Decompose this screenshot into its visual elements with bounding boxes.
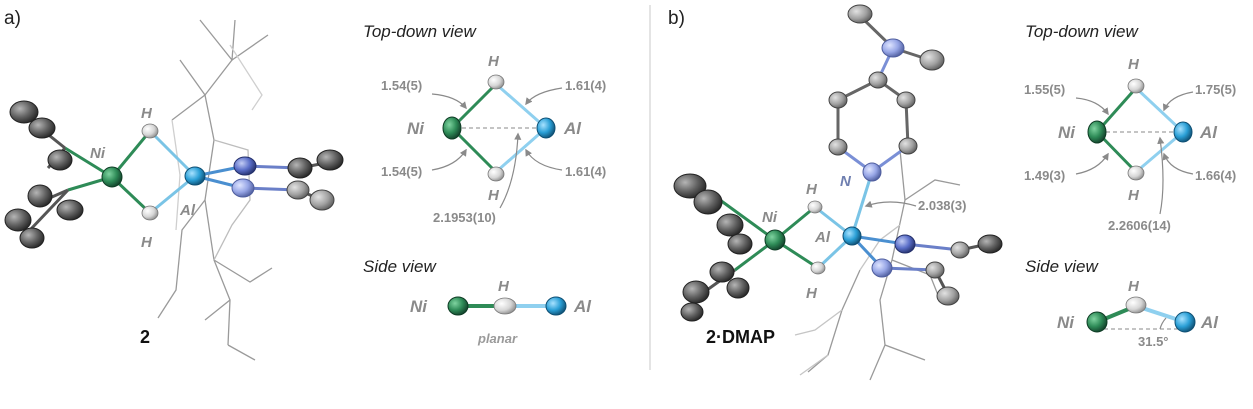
panel-a-label: a) [4,8,21,29]
panel-a-ni-atom [101,166,123,188]
panel-a-h-top-atom [141,123,159,139]
panel-b-td-h-top: H [1128,56,1140,73]
panel-a: a) [4,8,606,361]
panel-a-td-h-top: H [488,53,500,70]
panel-b-label: b) [668,8,685,29]
panel-b-top-down-view: Top-down view Ni Al H H 1.55(5) 1.75(5) … [1024,22,1236,233]
panel-a-side-view: Side view Ni H Al planar [363,257,592,346]
panel-b-al-label: Al [814,229,831,246]
panel-b-side-heading: Side view [1025,257,1099,276]
panel-b-core [673,173,1003,322]
panel-a-td-ni: Ni [407,119,425,138]
panel-b-d-ni-al: 2.2606(14) [1108,218,1171,233]
panel-b-side-angle: 31.5° [1138,334,1169,349]
panel-b-top-down-heading: Top-down view [1025,22,1139,41]
panel-b-side-view: Side view Ni H Al 31.5° [1025,257,1219,349]
panel-b-n-atom [862,162,882,182]
panel-b-td-h-bottom: H [1128,187,1140,204]
panel-a-td-h-bottom: H [488,187,500,204]
panel-a-compound-label: 2 [140,327,150,347]
panel-b-al-n-distance: 2.038(3) [918,198,966,213]
panel-a-h-top-label: H [141,105,153,122]
panel-b-al-atom [842,226,862,246]
panel-b-side-h: H [1128,278,1140,295]
panel-a-d-ni-al: 2.1953(10) [433,210,496,225]
panel-b-h-top-atom [807,200,823,214]
panel-a-side-note: planar [477,331,518,346]
panel-a-ni-label: Ni [90,145,106,162]
panel-a-al-atom [184,166,206,186]
panel-b: b) [668,4,1236,381]
panel-b-side-al: Al [1200,313,1219,332]
panel-a-ligand-wireframe [157,19,273,361]
panel-b-d-ni-h-top: 1.55(5) [1024,82,1065,97]
panel-a-side-ni: Ni [410,297,428,316]
panel-b-d-al-h-top: 1.75(5) [1195,82,1236,97]
panel-b-td-ni: Ni [1058,123,1076,142]
panel-b-h-bottom-atom [810,261,826,275]
panel-b-ni-atom [764,229,786,251]
panel-b-compound-label: 2·DMAP [706,327,775,347]
panel-b-td-al: Al [1199,123,1218,142]
panel-b-n-label: N [840,173,852,190]
panel-a-d-al-h-top: 1.61(4) [565,78,606,93]
panel-b-d-ni-h-bottom: 1.49(3) [1024,168,1065,183]
panel-b-h-top-label: H [806,181,818,198]
panel-a-side-heading: Side view [363,257,437,276]
panel-a-atoms [4,100,344,249]
panel-a-h-bottom-label: H [141,234,153,251]
panel-b-ligand-wireframe [794,149,961,381]
panel-a-td-al: Al [563,119,582,138]
panel-a-top-down-heading: Top-down view [363,22,477,41]
panel-a-side-al: Al [573,297,592,316]
panel-a-h-bottom-atom [141,205,159,221]
panel-a-d-al-h-bottom: 1.61(4) [565,164,606,179]
panel-a-d-ni-h-top: 1.54(5) [381,78,422,93]
panel-a-side-h: H [498,278,510,295]
panel-a-d-ni-h-bottom: 1.54(5) [381,164,422,179]
panel-a-top-down-view: Top-down view Ni Al H H 1.54(5) 1.61(4) … [363,22,606,225]
panel-b-dmap [828,4,945,237]
panel-a-al-label: Al [179,202,196,219]
panel-b-d-al-h-bottom: 1.66(4) [1195,168,1236,183]
panel-b-side-ni: Ni [1057,313,1075,332]
panel-b-ni-label: Ni [762,209,778,226]
panel-b-h-bottom-label: H [806,285,818,302]
